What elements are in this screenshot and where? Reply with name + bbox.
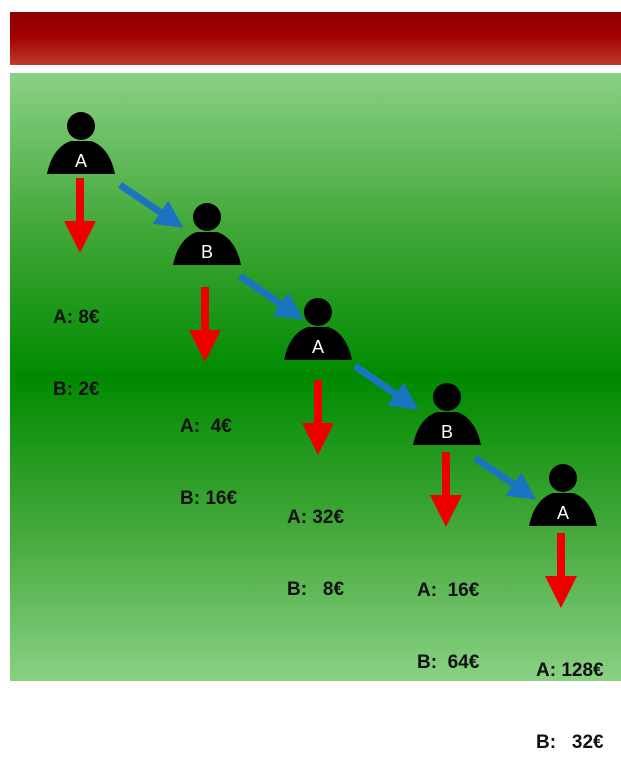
payoff-a: A: 16€ xyxy=(417,580,480,601)
pass-arrow-4 xyxy=(473,455,537,500)
person-head-icon xyxy=(433,383,461,411)
person-node-3: A xyxy=(284,298,352,360)
node-letter: B xyxy=(201,242,213,262)
payoff-b: B: 8€ xyxy=(287,579,345,600)
payoff-a: A: 128€ xyxy=(536,660,604,681)
node-letter: A xyxy=(557,503,569,523)
person-node-1: A xyxy=(47,112,115,174)
person-head-icon xyxy=(193,203,221,231)
centipede-game-diagram: A B A B A xyxy=(47,112,597,608)
payoff-label-2: A: 4€ B: 16€ xyxy=(180,367,237,535)
person-body-icon xyxy=(413,412,481,445)
payoff-label-1: A: 8€ B: 2€ xyxy=(53,258,99,426)
payoff-b: B: 64€ xyxy=(417,652,480,673)
person-head-icon xyxy=(549,464,577,492)
node-letter: B xyxy=(441,422,453,442)
payoff-label-4: A: 16€ B: 64€ xyxy=(417,531,479,699)
person-body-icon xyxy=(173,232,241,265)
person-body-icon xyxy=(284,327,352,360)
person-node-2: B xyxy=(173,203,241,265)
pass-arrow-3 xyxy=(353,363,419,410)
payoff-b: B: 32€ xyxy=(536,732,604,753)
payoff-label-3: A: 32€ B: 8€ xyxy=(287,458,344,626)
person-node-5: A xyxy=(529,464,597,526)
node-letter: A xyxy=(75,151,87,171)
person-node-4: B xyxy=(413,383,481,445)
person-head-icon xyxy=(67,112,95,140)
payoff-label-5: A: 128€ B: 32€ xyxy=(536,611,604,779)
person-head-icon xyxy=(304,298,332,326)
payoff-a: A: 8€ xyxy=(53,307,100,328)
header-bar xyxy=(10,12,621,65)
payoff-a: A: 32€ xyxy=(287,507,345,528)
person-body-icon xyxy=(529,493,597,526)
payoff-b: B: 2€ xyxy=(53,379,100,400)
pass-arrow-1 xyxy=(118,182,184,228)
node-letter: A xyxy=(312,337,324,357)
pass-arrow-2 xyxy=(238,273,304,320)
payoff-a: A: 4€ xyxy=(180,416,232,437)
payoff-b: B: 16€ xyxy=(180,488,238,509)
person-body-icon xyxy=(47,141,115,174)
diagram-panel xyxy=(10,73,621,681)
